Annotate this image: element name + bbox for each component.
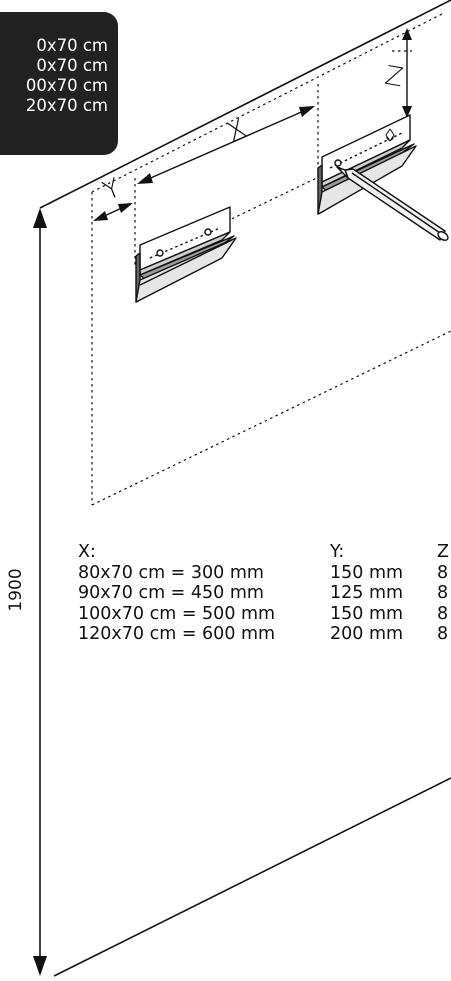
x-column-header: X:	[78, 542, 96, 562]
x-column: X: 80x70 cm = 300 mm 90x70 cm = 450 mm 1…	[78, 542, 275, 645]
y-cell: 150 mm	[330, 603, 404, 624]
z-cell: 8	[437, 562, 449, 583]
z-dimension	[402, 28, 412, 118]
z-column: Z 8 8 8 8	[437, 542, 449, 645]
badge-line: 00x70 cm	[25, 76, 108, 95]
height-dimension	[33, 208, 47, 976]
height-dimension-label: 1900	[6, 568, 26, 612]
x-cell: 80x70 cm = 300 mm	[78, 562, 264, 583]
x-dimension	[137, 106, 315, 184]
z-cell: 8	[437, 603, 449, 624]
z-cell: 8	[437, 624, 449, 644]
pencil-icon	[336, 166, 449, 241]
y-cell: 125 mm	[330, 583, 404, 603]
y-cell: 200 mm	[330, 624, 404, 644]
badge-line: 0x70 cm	[36, 56, 108, 75]
y-cell: 150 mm	[330, 562, 404, 583]
right-shelf-bracket	[317, 114, 417, 215]
badge-line: 0x70 cm	[36, 36, 108, 55]
x-cell: 90x70 cm = 450 mm	[78, 583, 264, 603]
z-cell: 8	[437, 583, 449, 603]
y-column: Y: 150 mm 125 mm 150 mm 200 mm	[330, 542, 403, 645]
wall-outline	[39, 0, 451, 977]
x-cell: 100x70 cm = 500 mm	[78, 603, 276, 624]
badge-line: 20x70 cm	[25, 96, 108, 115]
left-shelf-bracket	[135, 206, 237, 303]
z-column-header: Z	[437, 542, 449, 562]
x-cell: 120x70 cm = 600 mm	[78, 624, 276, 644]
y-dimension	[93, 203, 133, 221]
sizes-badge: 0x70 cm 0x70 cm 00x70 cm 20x70 cm	[0, 12, 118, 155]
y-column-header: Y:	[330, 542, 345, 562]
